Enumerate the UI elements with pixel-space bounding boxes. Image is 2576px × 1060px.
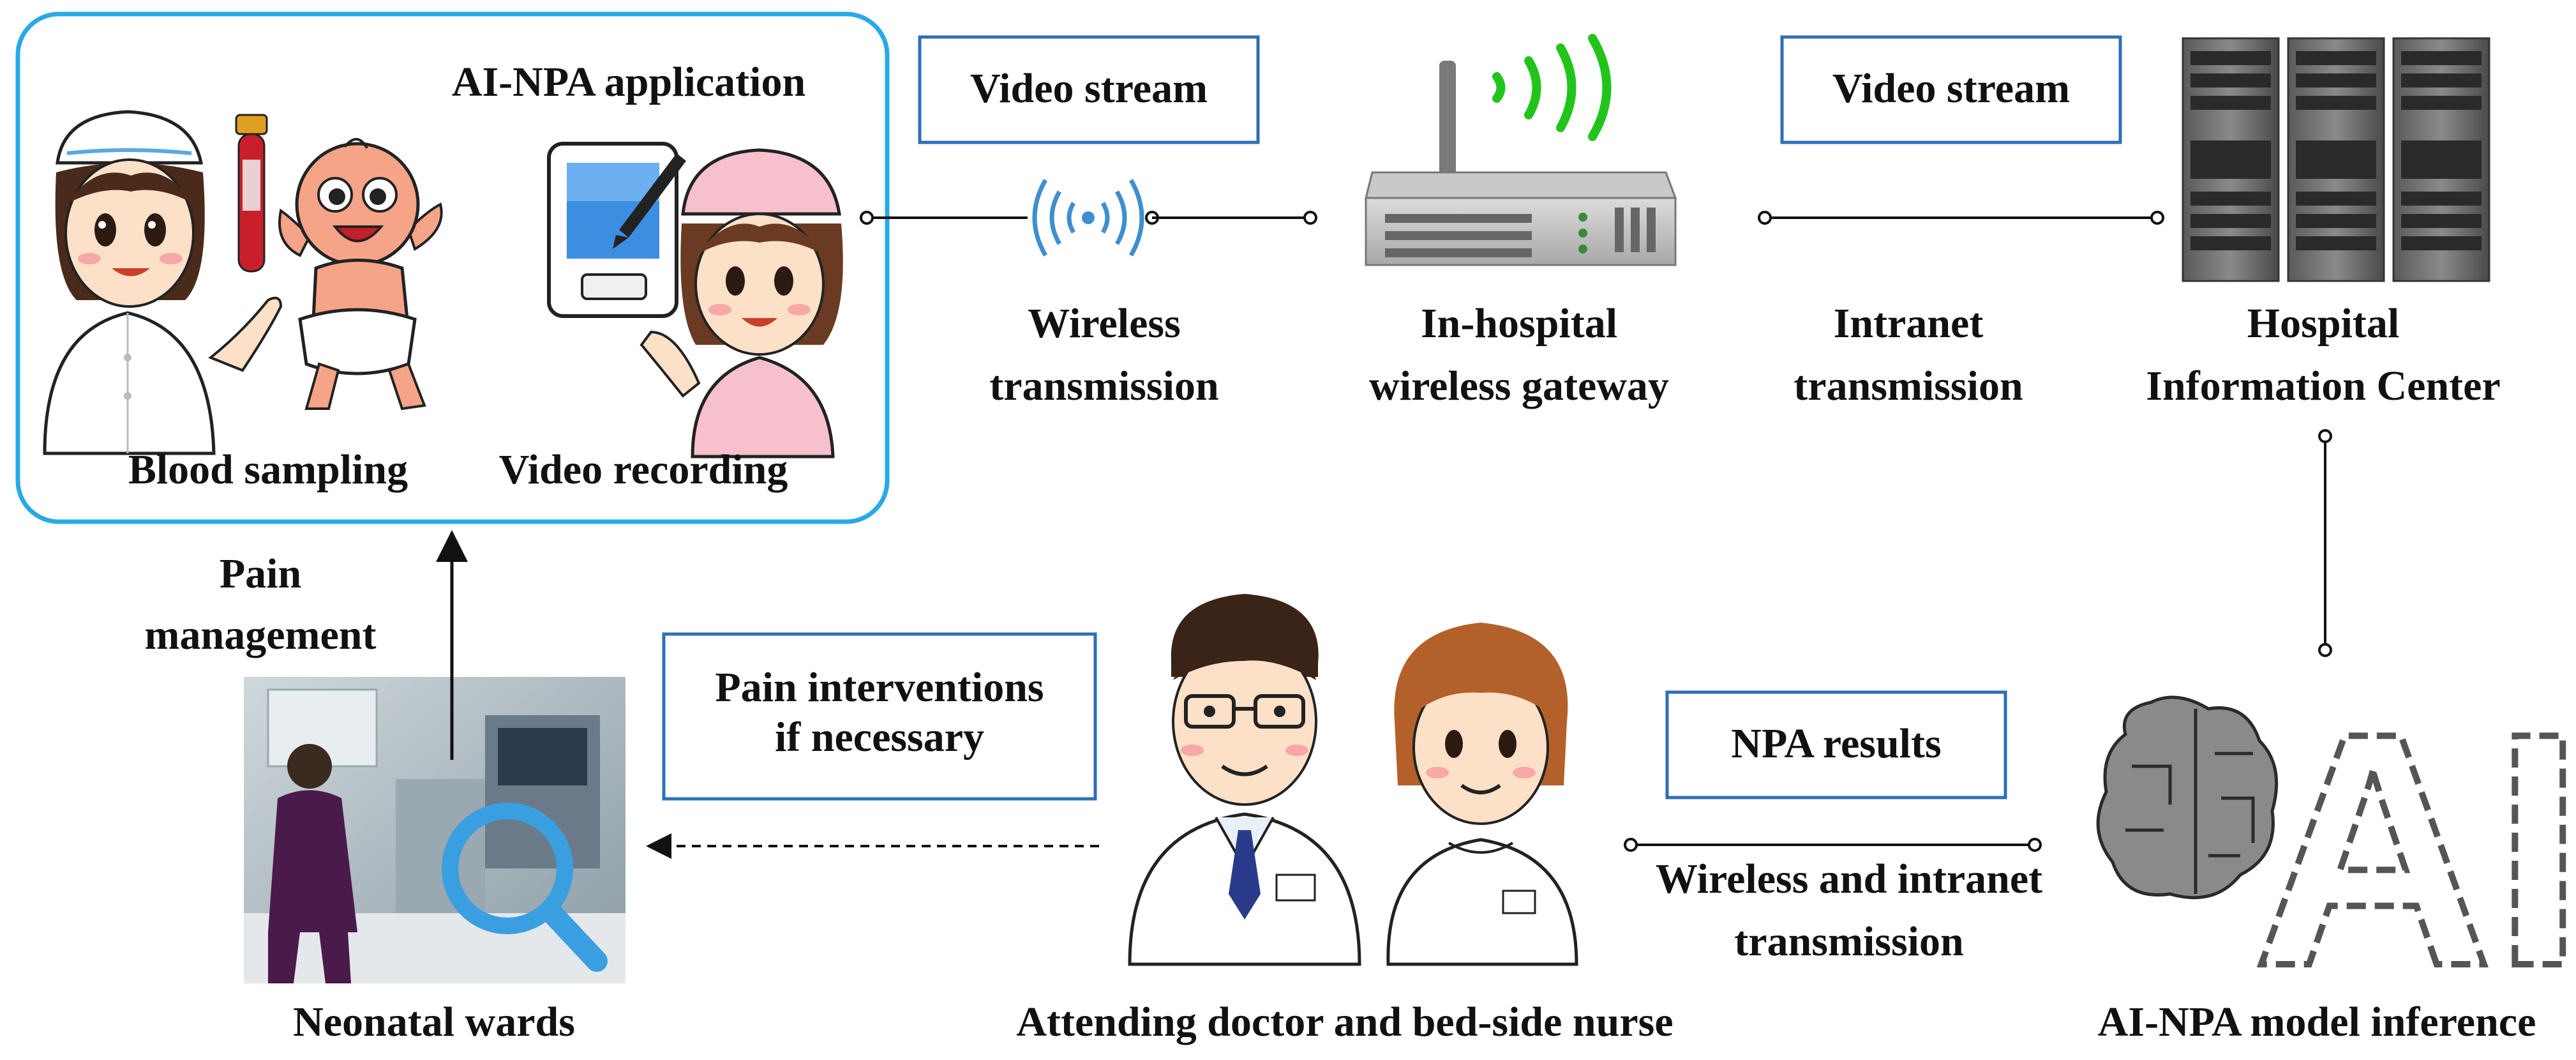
blood-tube-icon — [235, 114, 268, 273]
gateway-label-2: wireless gateway — [1369, 363, 1669, 409]
ai-npa-application-box: AI-NPA application — [15, 11, 890, 524]
wireless-signal-icon — [1032, 179, 1144, 257]
wireless-connector — [860, 211, 1317, 225]
bedside-nurse-figure — [1386, 623, 1578, 966]
router-icon — [1365, 61, 1677, 266]
nurse-sampling-figure — [43, 110, 283, 455]
doctor-nurse-label: Attending doctor and bed-side nurse — [1016, 999, 1673, 1045]
video-stream-label-1: Video stream — [970, 65, 1208, 112]
wireless-intranet-label-1: Wireless and intranet — [1656, 856, 2042, 902]
baby-figure — [278, 138, 443, 411]
npa-results-tag: NPA results — [1665, 690, 2007, 799]
magnifier-icon — [442, 803, 608, 972]
hic-label-1: Hospital — [2247, 300, 2399, 347]
blood-sampling-label: Blood sampling — [128, 446, 408, 493]
neonatal-ward-photo — [244, 677, 625, 983]
pain-interventions-label-1: Pain interventions — [715, 664, 1044, 711]
server-rack-icon — [2182, 37, 2490, 282]
application-title: AI-NPA application — [452, 59, 805, 105]
wifi-waves-icon — [1492, 34, 1612, 141]
brain-circuit-icon — [2096, 695, 2279, 900]
doctor-figure — [1128, 594, 1361, 966]
hic-to-ai-connector — [2318, 429, 2332, 657]
intranet-label-1: Intranet — [1834, 300, 1984, 347]
pain-management-label-2: management — [145, 612, 377, 658]
gateway-label-1: In-hospital — [1421, 300, 1617, 347]
video-recording-label: Video recording — [499, 446, 788, 493]
video-stream-label-2: Video stream — [1832, 65, 2070, 112]
video-stream-tag-1: Video stream — [918, 35, 1260, 144]
application-box-border — [15, 11, 890, 524]
ai-letters-graphic: AI — [2253, 664, 2576, 1035]
intranet-connector — [1758, 211, 2164, 225]
pain-interventions-label-2: if necessary — [775, 714, 984, 761]
pain-management-label-1: Pain — [220, 550, 301, 597]
npa-results-label: NPA results — [1731, 720, 1941, 767]
model-inference-label: AI-NPA model inference — [2098, 999, 2536, 1045]
npa-results-connector — [1624, 838, 2042, 852]
intranet-label-2: transmission — [1793, 363, 2023, 409]
nurse-recording-figure — [640, 148, 843, 458]
wireless-transmission-label-2: transmission — [989, 363, 1218, 409]
pain-interventions-tag: Pain interventions if necessary — [662, 632, 1097, 801]
hic-label-2: Information Center — [2146, 363, 2500, 409]
wireless-intranet-label-2: transmission — [1734, 918, 1963, 965]
wireless-transmission-label-1: Wireless — [1028, 300, 1181, 347]
video-stream-tag-2: Video stream — [1780, 35, 2122, 144]
tablet-pen-icon — [547, 142, 686, 318]
neonatal-wards-label: Neonatal wards — [293, 999, 575, 1045]
